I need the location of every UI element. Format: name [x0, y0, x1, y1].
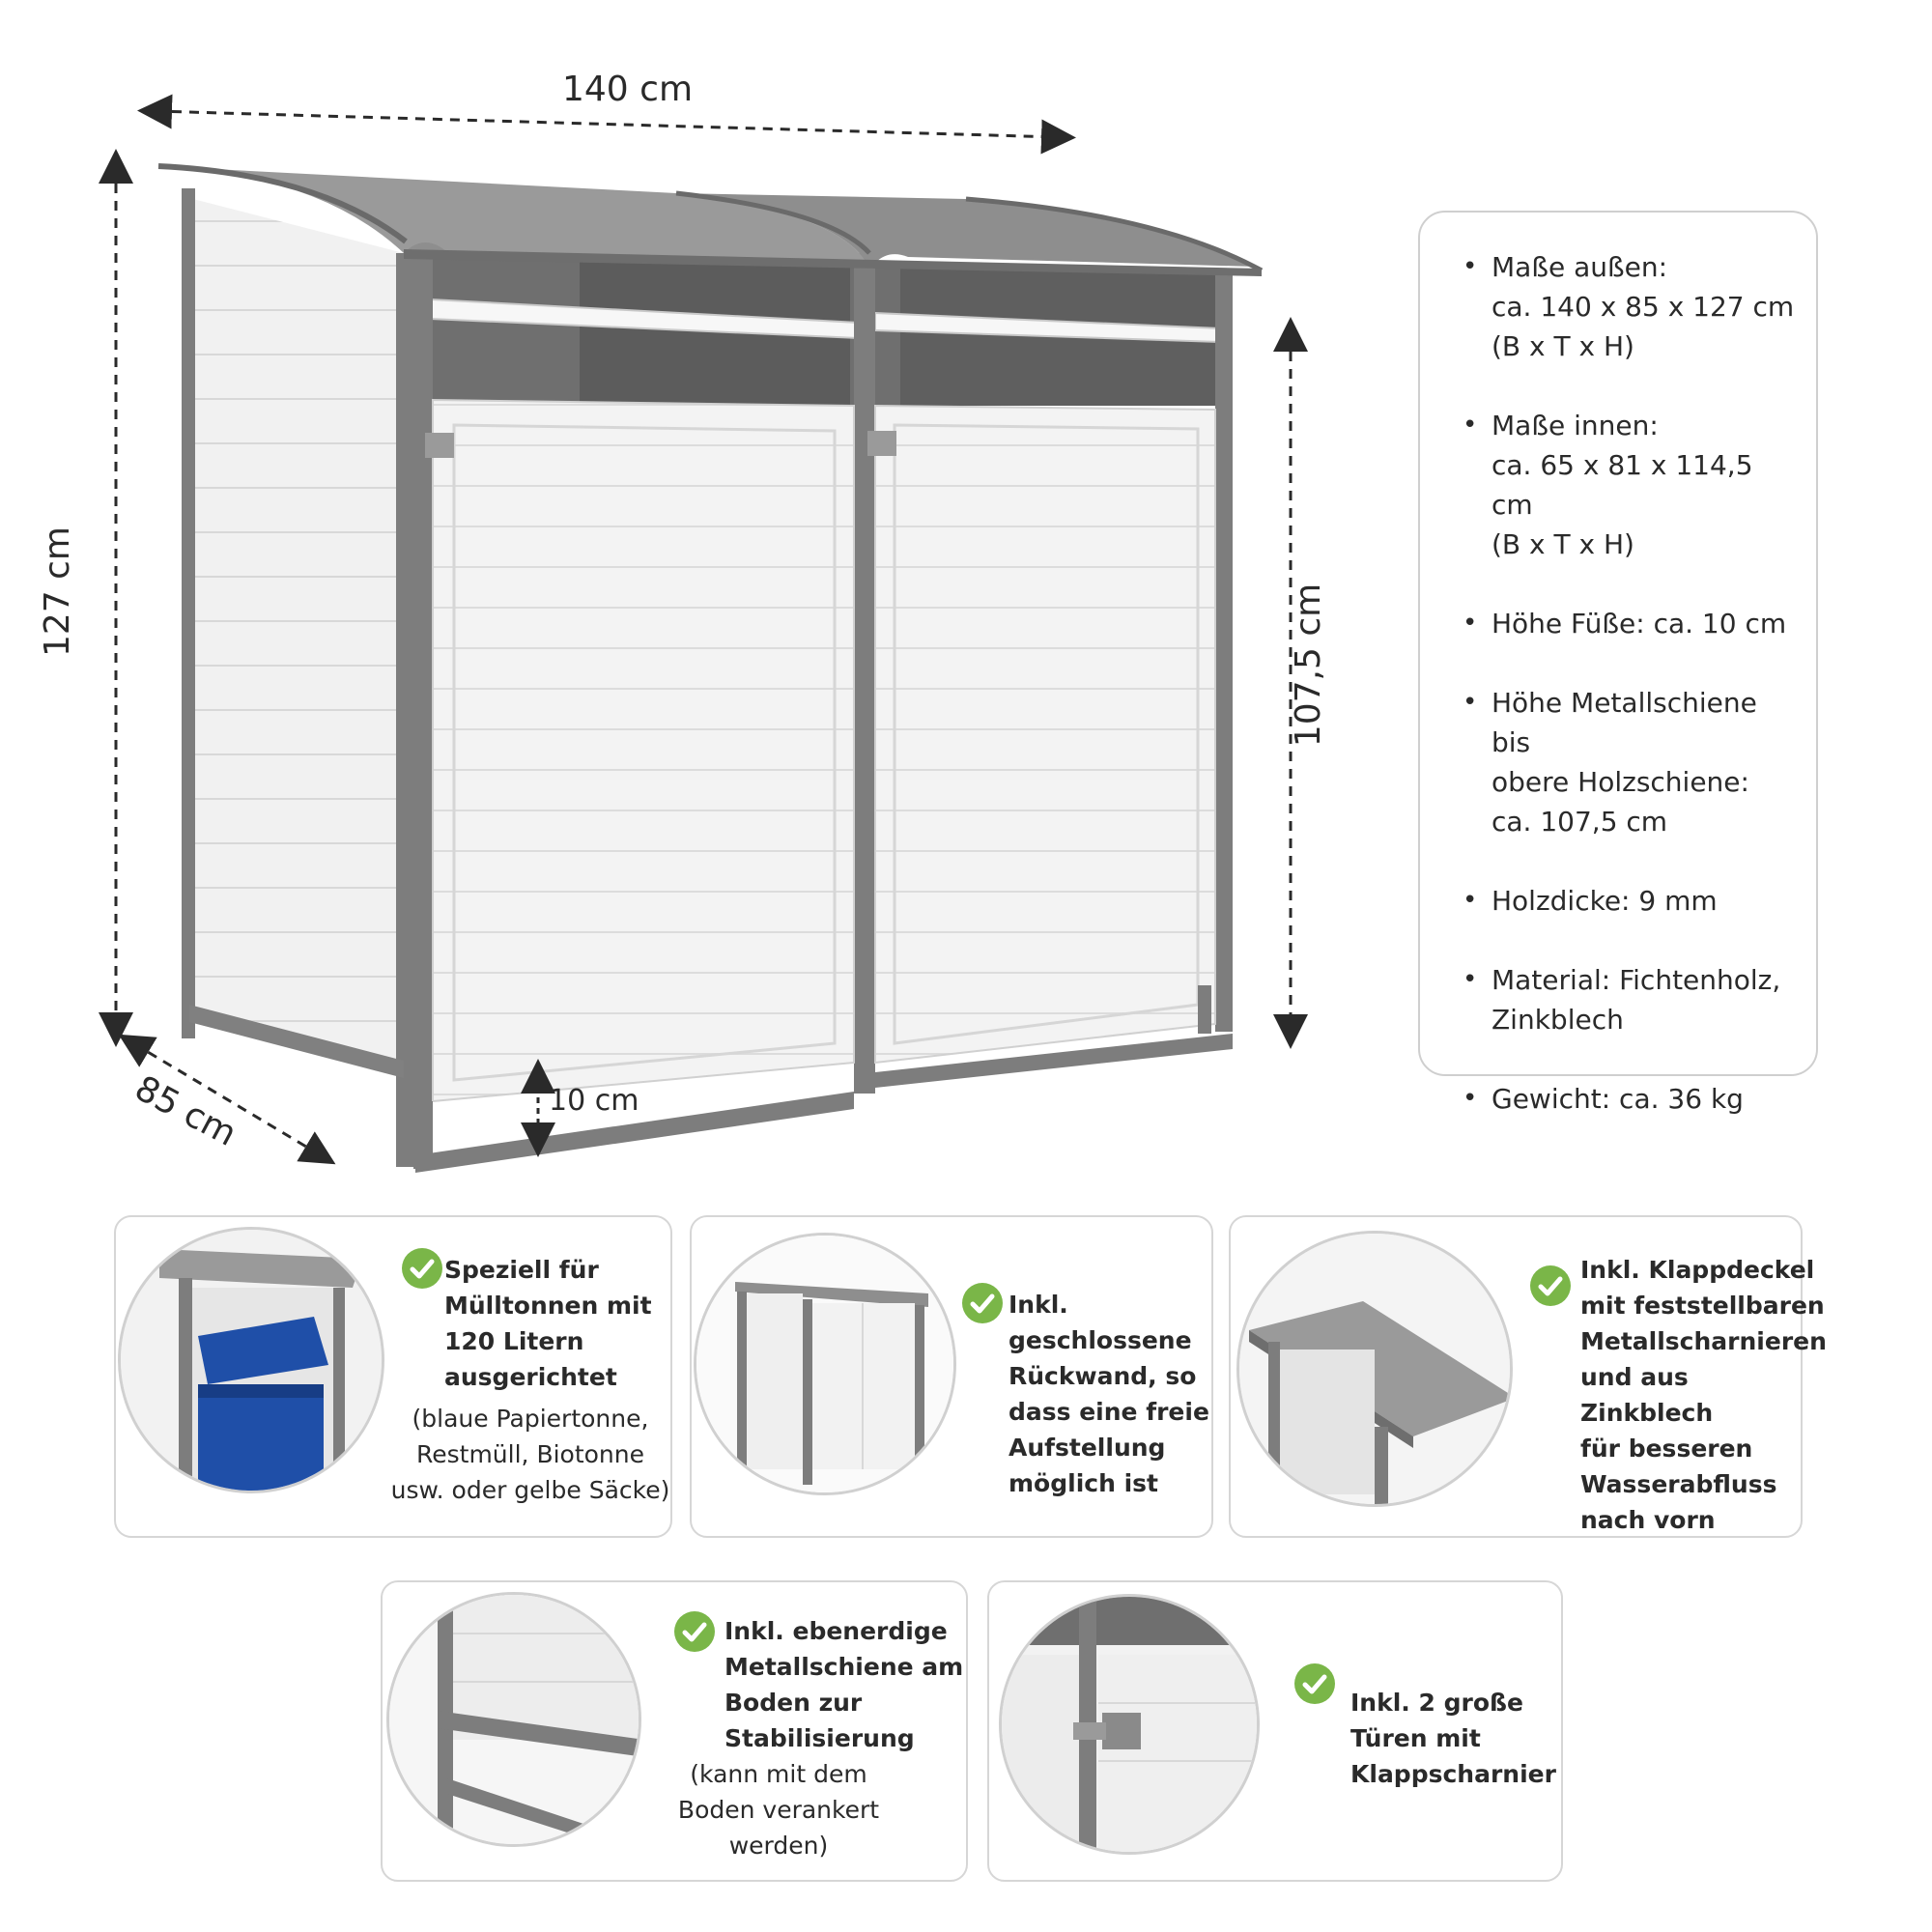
height-label: 127 cm: [38, 526, 78, 658]
bin-detail-image: [118, 1227, 384, 1493]
width-label: 140 cm: [562, 70, 694, 109]
spec-material: Material: Fichtenholz, Zinkblech: [1459, 960, 1797, 1039]
back-wall-image: [694, 1233, 956, 1495]
roof: [157, 163, 1264, 276]
feature-text-back-wall: Inkl. geschlossene Rückwand, so dass ein…: [1009, 1291, 1209, 1497]
rail-detail-image: [386, 1592, 641, 1847]
spec-rail-height: Höhe Metallschiene bis obere Holzschiene…: [1459, 683, 1797, 841]
lid-detail-image: [1236, 1231, 1513, 1507]
feature-card-lid: Inkl. Klappdeckel mit feststellbaren Met…: [1229, 1215, 1827, 1538]
feet-height-label: 10 cm: [549, 1084, 639, 1118]
feature-card-rail: Inkl. ebenerdige Metallschiene am Boden …: [381, 1580, 968, 1882]
feature-card-doors: Inkl. 2 große Türen mit Klappscharnier: [987, 1580, 1563, 1882]
product-illustration: [99, 94, 1308, 1173]
spec-inner-dimensions: Maße innen: ca. 65 x 81 x 114,5 cm (B x …: [1459, 406, 1797, 564]
spec-weight: Gewicht: ca. 36 kg: [1459, 1079, 1797, 1119]
width-dimension-line: [137, 94, 1076, 155]
feature-card-bins: Speziell für Mülltonnen mit 120 Litern a…: [114, 1215, 672, 1538]
feature-text-doors: Inkl. 2 große Türen mit Klappscharnier: [1350, 1689, 1556, 1788]
feature-card-back-wall: Inkl. geschlossene Rückwand, so dass ein…: [690, 1215, 1213, 1538]
checkmark-icon: [402, 1248, 442, 1289]
feature-text-lid: Inkl. Klappdeckel mit feststellbaren Met…: [1580, 1256, 1827, 1534]
spec-feet-height: Höhe Füße: ca. 10 cm: [1459, 604, 1797, 643]
checkmark-icon: [1530, 1265, 1571, 1306]
feature-text-rail: Inkl. ebenerdige Metallschiene am Boden …: [724, 1617, 964, 1752]
spec-outer-dimensions: Maße außen: ca. 140 x 85 x 127 cm (B x T…: [1459, 247, 1797, 366]
left-door: [425, 398, 855, 1103]
feature-note-bins: (blaue Papiertonne, Restmüll, Biotonne u…: [390, 1405, 670, 1504]
checkmark-icon: [674, 1611, 715, 1652]
feature-text-bins: Speziell für Mülltonnen mit 120 Litern a…: [444, 1256, 652, 1391]
checkmark-icon: [962, 1283, 1003, 1323]
door-hinge-image: [999, 1594, 1260, 1855]
inner-height-label: 107,5 cm: [1289, 582, 1329, 748]
feature-note-rail: (kann mit dem Boden verankert werden): [677, 1760, 880, 1860]
specifications-box: Maße außen: ca. 140 x 85 x 127 cm (B x T…: [1418, 211, 1818, 1119]
shed-side-panel: [182, 188, 415, 1167]
checkmark-icon: [1294, 1663, 1335, 1704]
spec-wood-thickness: Holzdicke: 9 mm: [1459, 881, 1797, 921]
right-door: [867, 404, 1216, 1065]
depth-dimension-line: [118, 1034, 336, 1165]
spec-list: Maße außen: ca. 140 x 85 x 127 cm (B x T…: [1459, 247, 1797, 1119]
